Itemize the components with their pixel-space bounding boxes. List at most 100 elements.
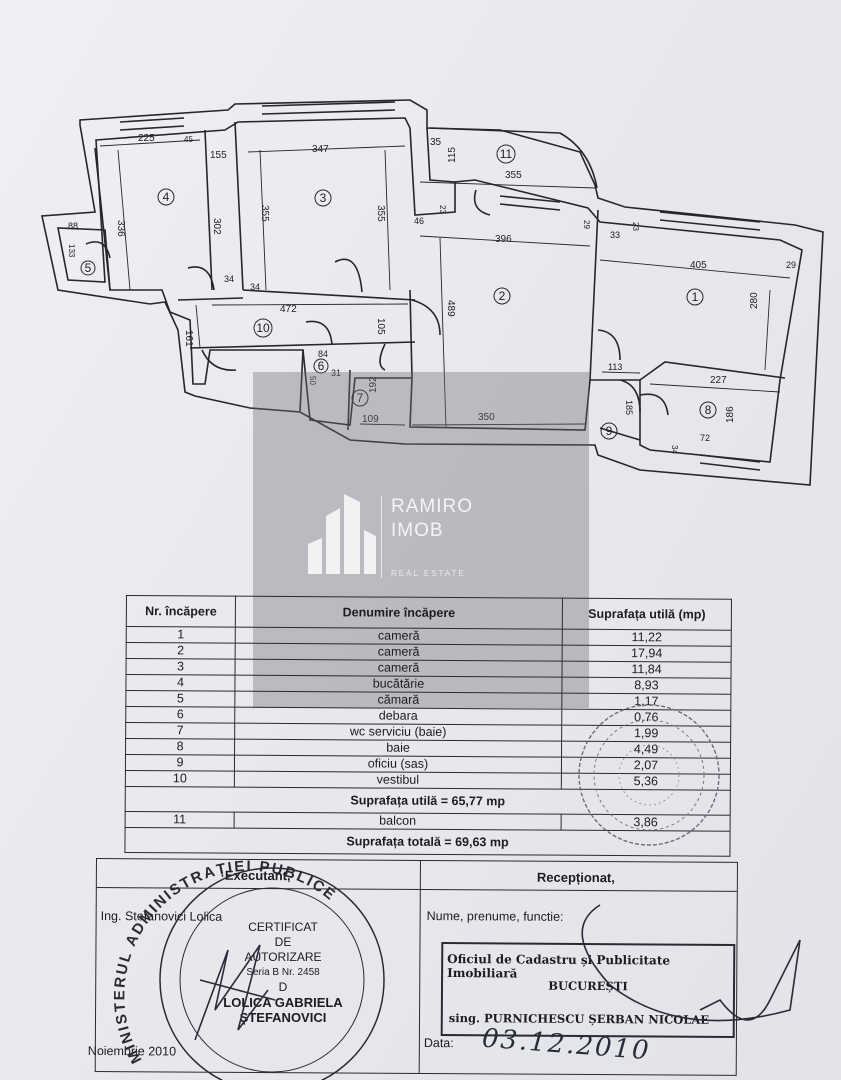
dim-84: 84 [318,349,328,359]
dim-472: 472 [280,304,297,315]
door-swing [201,349,237,371]
dim-29b: 29 [786,260,796,270]
room-marker-9: 9 [600,422,618,440]
dim-29a: 29 [582,220,591,229]
header-useful-area: Suprafața utilă (mp) [562,598,732,631]
room-number: 10 [125,770,235,788]
dim-133: 133 [67,244,76,258]
dim-115: 115 [447,147,458,163]
dim-192: 192 [368,376,379,393]
room-number: 1 [126,626,236,644]
room-marker-11: 11 [496,144,516,164]
header-room-name: Denumire încăpere [235,596,563,630]
dim-347: 347 [312,144,329,155]
dim-186: 186 [725,406,736,423]
dim-355-balcony: 355 [505,170,522,181]
dim-105: 105 [375,318,386,335]
room-marker-7: 7 [351,389,369,407]
room-name: cămară [234,691,562,710]
dim-34b: 34 [250,282,260,292]
door-swing [639,393,669,416]
wall [426,127,456,183]
dim-23b: 23 [631,222,640,231]
door-swing [187,266,215,291]
dim-336: 336 [115,220,126,237]
header-room-number: Nr. încăpere [126,595,236,628]
watermark-divider [381,496,382,578]
window [499,195,561,211]
wall [94,147,111,291]
svg-text:6: 6 [318,359,325,373]
table-header-row: Nr. încăpere Denumire încăpere Suprafața… [126,595,732,631]
dim-396: 396 [495,234,512,245]
room-name: oficiu (sas) [234,755,562,774]
name-function-label: Nume, prenume, functie: [426,909,564,924]
dim-33: 33 [610,230,620,240]
room-area: 11,84 [562,661,732,679]
certificate-text: CERTIFICAT DE AUTORIZARE Seria B Nr. 245… [223,920,343,1025]
room-area: 8,93 [561,677,732,695]
svg-text:11: 11 [500,147,513,161]
signature-divider [418,860,421,1073]
dim-46: 46 [414,216,424,226]
dim-161: 161 [183,330,194,347]
wall [189,341,416,349]
balcony-outline [429,127,598,189]
svg-text:8: 8 [705,403,712,417]
svg-text:9: 9 [606,424,613,438]
room-name: baie [234,739,562,758]
room-number: 5 [125,690,235,708]
ocpi-stamp: Oficiul de Cadastru și Publicitate Imobi… [440,941,736,1039]
dim-489: 489 [445,300,456,317]
dim-31: 31 [331,368,341,378]
dim-72: 72 [700,433,710,443]
door-swing [379,343,386,371]
dim-280: 280 [749,292,760,309]
dim-225: 225 [138,133,155,144]
dim-45: 45 [184,135,193,144]
svg-text:1: 1 [692,290,699,304]
dim-34a: 34 [224,274,234,284]
door-swing [334,258,363,293]
dim-35: 35 [430,137,442,148]
dim-50: 50 [308,376,317,385]
room-number: 7 [125,722,235,740]
room-marker-6: 6 [313,358,329,374]
dim-355-room3b: 355 [375,205,386,222]
room-name: wc serviciu (baie) [234,723,562,742]
dim-34c: 34 [670,445,679,454]
room-name: balcon [234,812,562,831]
room-number: 4 [125,674,236,692]
dim-109: 109 [362,414,379,425]
door-swing [597,329,621,361]
dim-185: 185 [624,400,634,415]
plan-inner-wall [57,117,803,463]
watermark-brand-line1: RAMIRO [391,496,473,517]
wall [242,289,416,301]
date-label: Data: [423,1036,454,1051]
door-swing [473,189,491,216]
wall [347,369,351,431]
dim-355-room3a: 355 [259,205,270,222]
room-name: cameră [235,643,563,662]
dim-23a: 23 [438,205,447,214]
window [659,211,761,231]
dim-350: 350 [478,412,495,423]
building-logo-icon [308,494,376,574]
wall [204,129,213,291]
svg-text:10: 10 [256,321,270,335]
watermark: RAMIRO IMOB REAL ESTATE [253,372,589,708]
room-number: 6 [125,706,235,724]
watermark-tagline: REAL ESTATE [391,569,466,578]
wall [234,121,244,291]
svg-text:5: 5 [85,261,92,275]
door-swing [85,241,111,259]
watermark-brand-line2: IMOB [391,520,444,541]
room-name: debara [234,707,562,726]
wall [589,209,599,381]
receptionat-label: Recepționat, [536,869,615,886]
svg-text:2: 2 [499,289,506,303]
floor-plan: 225 45 155 347 35 115 355 336 302 355 35… [41,99,824,486]
room-number: 8 [125,738,235,756]
door-swing [411,299,441,336]
